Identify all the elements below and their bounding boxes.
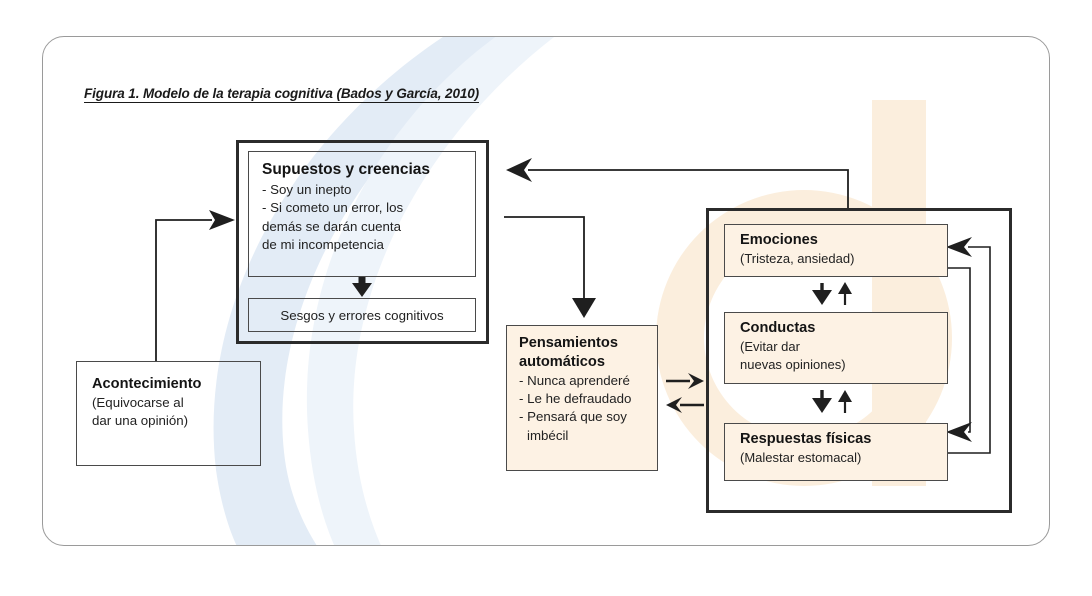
emociones-title: Emociones bbox=[740, 232, 818, 248]
acontecimiento-box bbox=[76, 361, 261, 466]
figure-caption: Figura 1. Modelo de la terapia cognitiva… bbox=[84, 86, 480, 103]
page-card-border bbox=[42, 36, 1050, 546]
emociones-box bbox=[724, 224, 948, 277]
supuestos-box bbox=[248, 151, 476, 277]
acontecimiento-line-2: dar una opinión) bbox=[92, 413, 189, 429]
supuestos-line-2: - Si cometo un error, los bbox=[262, 200, 404, 216]
conductas-content: Conductas (Evitar dar nuevas opiniones) bbox=[740, 318, 946, 373]
respuestas-content: Respuestas físicas (Malestar estomacal) bbox=[740, 429, 946, 467]
supuestos-group-frame bbox=[236, 140, 489, 344]
acontecimiento-line-1: (Equivocarse al bbox=[92, 395, 184, 410]
pensamientos-line-3: - Pensará que soy bbox=[519, 409, 627, 425]
conductas-subtitle-line-2: nuevas opiniones) bbox=[740, 356, 846, 372]
respuestas-fisicas-box bbox=[724, 423, 948, 481]
pensamientos-line-2: - Le he defraudado bbox=[519, 391, 632, 407]
sesgos-label: Sesgos y errores cognitivos bbox=[280, 307, 444, 323]
pensamientos-line-4: imbécil bbox=[527, 427, 569, 443]
pensamientos-line-1: - Nunca aprenderé bbox=[519, 373, 630, 388]
supuestos-content: Supuestos y creencias - Soy un inepto - … bbox=[262, 160, 474, 255]
conductas-box bbox=[724, 312, 948, 384]
conductas-title: Conductas bbox=[740, 320, 816, 336]
respuestas-subtitle: (Malestar estomacal) bbox=[740, 450, 862, 465]
pensamientos-title-line-1: Pensamientos bbox=[519, 335, 618, 351]
pensamientos-content: Pensamientos automáticos - Nunca aprende… bbox=[519, 334, 655, 445]
emociones-subtitle: (Tristeza, ansiedad) bbox=[740, 251, 855, 266]
pensamientos-title-line-2: automáticos bbox=[519, 354, 605, 370]
supuestos-title: Supuestos y creencias bbox=[262, 161, 430, 178]
reacciones-group-frame bbox=[706, 208, 1012, 513]
supuestos-line-3: demás se darán cuenta bbox=[262, 218, 401, 234]
sesgos-box bbox=[248, 298, 476, 332]
conductas-subtitle-line-1: (Evitar dar bbox=[740, 339, 800, 354]
supuestos-line-1: - Soy un inepto bbox=[262, 182, 352, 197]
acontecimiento-title: Acontecimiento bbox=[92, 376, 202, 392]
emociones-content: Emociones (Tristeza, ansiedad) bbox=[740, 230, 946, 268]
acontecimiento-content: Acontecimiento (Equivocarse al dar una o… bbox=[92, 374, 257, 431]
pensamientos-automaticos-box bbox=[506, 325, 658, 471]
respuestas-title: Respuestas físicas bbox=[740, 431, 872, 447]
supuestos-line-4: de mi incompetencia bbox=[262, 237, 384, 253]
